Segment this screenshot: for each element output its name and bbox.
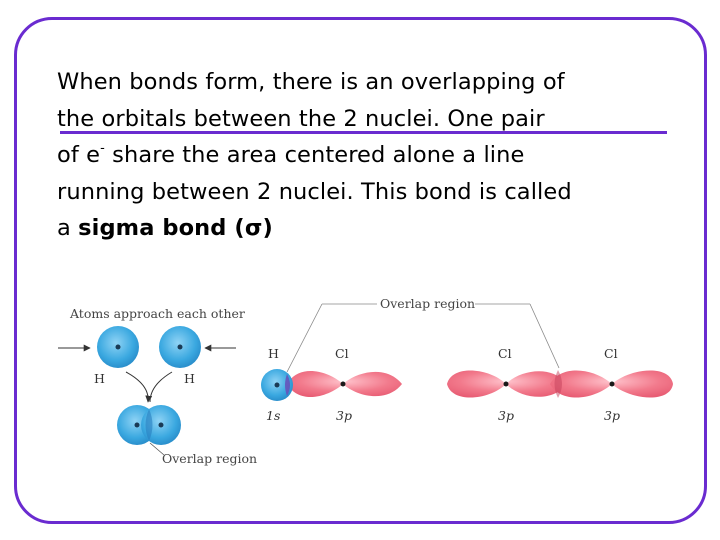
text-line-3: of e- share the area centered alone a li… (57, 137, 677, 174)
text-line-3-b: share the area centered alone a line (104, 142, 525, 168)
orbital-3p-label-2: 3p (498, 408, 514, 423)
h-label-right: H (184, 371, 195, 386)
h-nucleus (274, 382, 280, 388)
text-line-4: running between 2 nuclei. This bond is c… (57, 178, 572, 205)
overlap-pointer-left (149, 442, 165, 456)
electron-superscript: - (100, 140, 105, 156)
text-line-5-a: a (57, 215, 79, 241)
approach-label: Atoms approach each other (69, 306, 245, 321)
text-line-1: When bonds form, there is an overlapping… (57, 69, 565, 95)
h2-nucleus-a (134, 422, 140, 428)
overlap-leader-d-left (286, 303, 323, 373)
slide-frame (14, 17, 707, 524)
h-label-hcl: H (268, 346, 279, 361)
h-label-left: H (94, 371, 105, 386)
clcl-overlap (554, 370, 562, 398)
cl-nucleus-1 (340, 381, 346, 387)
orbital-3p-label-1: 3p (336, 408, 352, 423)
overlap-leader-d-right (529, 303, 560, 369)
merge-arrow-left (125, 371, 153, 403)
nucleus-left (115, 344, 121, 350)
overlap-label-left: Overlap region (162, 451, 257, 466)
cl-label-3: Cl (604, 346, 618, 361)
nucleus-right (177, 344, 183, 350)
merge-arrow-right (149, 371, 173, 403)
explanation-text: When bonds form, there is an overlapping… (57, 64, 677, 247)
h2-overlap (145, 409, 153, 441)
text-line-3-a: of e (57, 142, 101, 168)
text-line-5: a sigma bond (σ) (57, 210, 677, 247)
cl-label-1: Cl (335, 346, 349, 361)
orbital-3p-label-3: 3p (604, 408, 620, 423)
hcl-overlap (285, 374, 290, 396)
sigma-bond-term: sigma bond (σ) (78, 215, 273, 241)
h2-nucleus-b (158, 422, 164, 428)
overlap-label-top: Overlap region (380, 296, 475, 311)
cl-nucleus-3 (609, 381, 615, 387)
text-line-2: the orbitals between the 2 nuclei. One p… (57, 105, 545, 132)
divider-line (60, 131, 667, 134)
cl-nucleus-2 (503, 381, 509, 387)
orbital-1s-label: 1s (266, 408, 280, 423)
cl-label-2: Cl (498, 346, 512, 361)
